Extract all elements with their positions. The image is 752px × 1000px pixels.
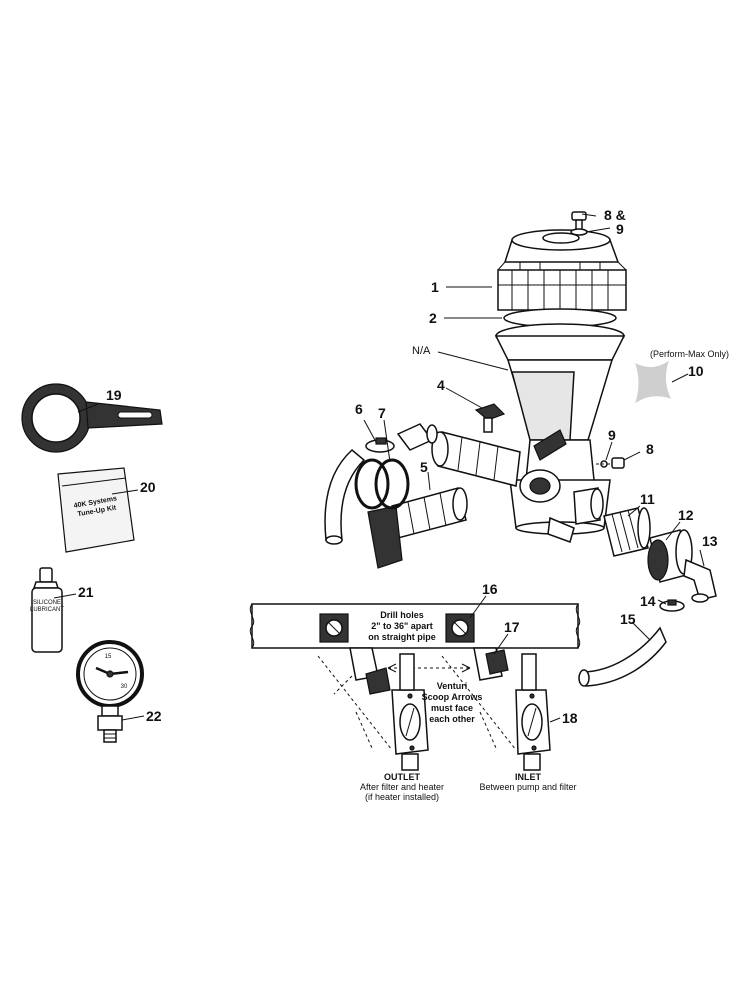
inlet-note: INLET Between pump and filter xyxy=(479,772,576,792)
callout-7: 7 xyxy=(378,405,386,421)
callout-19: 19 xyxy=(106,387,122,403)
part-10-filter-bag xyxy=(635,360,671,404)
callout-4: 4 xyxy=(437,377,445,393)
part-22-pressure-gauge xyxy=(76,640,144,743)
callout-15: 15 xyxy=(620,611,636,627)
callout-14: 14 xyxy=(640,593,656,609)
perform-max-note: (Perform-Max Only) xyxy=(650,349,729,359)
part-21-lubricant-bottle xyxy=(31,567,63,653)
venturi-note-line-1: Venturi xyxy=(437,681,468,691)
part-11-adapter xyxy=(603,507,651,557)
clamp-plate-outlet xyxy=(391,653,429,771)
part-4-valve-knob xyxy=(474,403,506,433)
clamp-plate-inlet xyxy=(515,653,551,771)
callout-1: 1 xyxy=(431,279,439,295)
inlet-title: INLET xyxy=(515,772,542,782)
part-8-9-fitting xyxy=(596,457,625,469)
part-12-union-nut xyxy=(647,529,693,583)
part-14-clamp xyxy=(659,599,685,612)
outlet-note: OUTLET After filter and heater (if heate… xyxy=(360,772,444,802)
leader-lines xyxy=(53,213,705,723)
venturi-scoop-outlet xyxy=(333,647,391,695)
drill-hole-left xyxy=(319,613,349,643)
drill-note-line-2: 2" to 36" apart xyxy=(371,621,433,631)
inlet-line-1: Between pump and filter xyxy=(479,782,576,792)
callout-9-top: 9 xyxy=(616,221,624,237)
upper-elbow xyxy=(396,423,438,451)
callout-na: N/A xyxy=(412,345,431,357)
filter-tank xyxy=(494,323,626,535)
part-7-o-rings xyxy=(354,458,410,510)
venturi-note-line-2: Scoop Arrows xyxy=(422,692,483,702)
venturi-note-line-4: each other xyxy=(429,714,475,724)
callout-22: 22 xyxy=(146,708,162,724)
drill-note-line-1: Drill holes xyxy=(380,610,424,620)
drill-hole-right xyxy=(445,613,475,643)
part-15-hose xyxy=(581,626,667,687)
gauge-tick-30: 30 xyxy=(121,684,128,690)
callout-21: 21 xyxy=(78,584,94,600)
callout-10: 10 xyxy=(688,363,704,379)
callout-16: 16 xyxy=(482,581,498,597)
callout-17: 17 xyxy=(504,619,520,635)
callout-8-side: 8 xyxy=(646,441,654,457)
outlet-title: OUTLET xyxy=(384,772,420,782)
bottle-label-line-1: SILICONE xyxy=(33,600,61,606)
outlet-line-1: After filter and heater xyxy=(360,782,444,792)
callout-11: 11 xyxy=(640,491,655,507)
tank-side-port xyxy=(573,487,604,525)
callout-18: 18 xyxy=(562,710,578,726)
callout-5: 5 xyxy=(420,459,428,475)
part-20-tune-up-kit xyxy=(57,467,135,553)
bleeder-knob xyxy=(570,211,588,236)
venturi-note: Venturi Scoop Arrows must face each othe… xyxy=(422,681,483,724)
bottle-label-line-2: LUBRICANT xyxy=(30,607,64,613)
callout-12: 12 xyxy=(678,507,694,523)
callout-9-side: 9 xyxy=(608,427,616,443)
callout-8-and: 8 & xyxy=(604,207,626,223)
callout-20: 20 xyxy=(140,479,156,495)
part-19-wrench xyxy=(21,383,163,453)
callout-2: 2 xyxy=(429,310,437,326)
venturi-scoop-inlet xyxy=(473,647,509,681)
callout-6: 6 xyxy=(355,401,363,417)
outlet-line-2: (if heater installed) xyxy=(365,792,439,802)
gauge-tick-15: 15 xyxy=(105,654,112,660)
drill-holes-note: Drill holes 2" to 36" apart on straight … xyxy=(368,610,436,642)
drill-note-line-3: on straight pipe xyxy=(368,632,436,642)
part-13-elbow xyxy=(683,558,717,603)
tank-front-port xyxy=(519,469,575,543)
filter-cap xyxy=(497,229,627,311)
part-5-hose-adapter xyxy=(431,431,521,487)
venturi-note-line-3: must face xyxy=(431,703,473,713)
callout-13: 13 xyxy=(702,533,718,549)
part-6-clamp xyxy=(365,437,395,453)
